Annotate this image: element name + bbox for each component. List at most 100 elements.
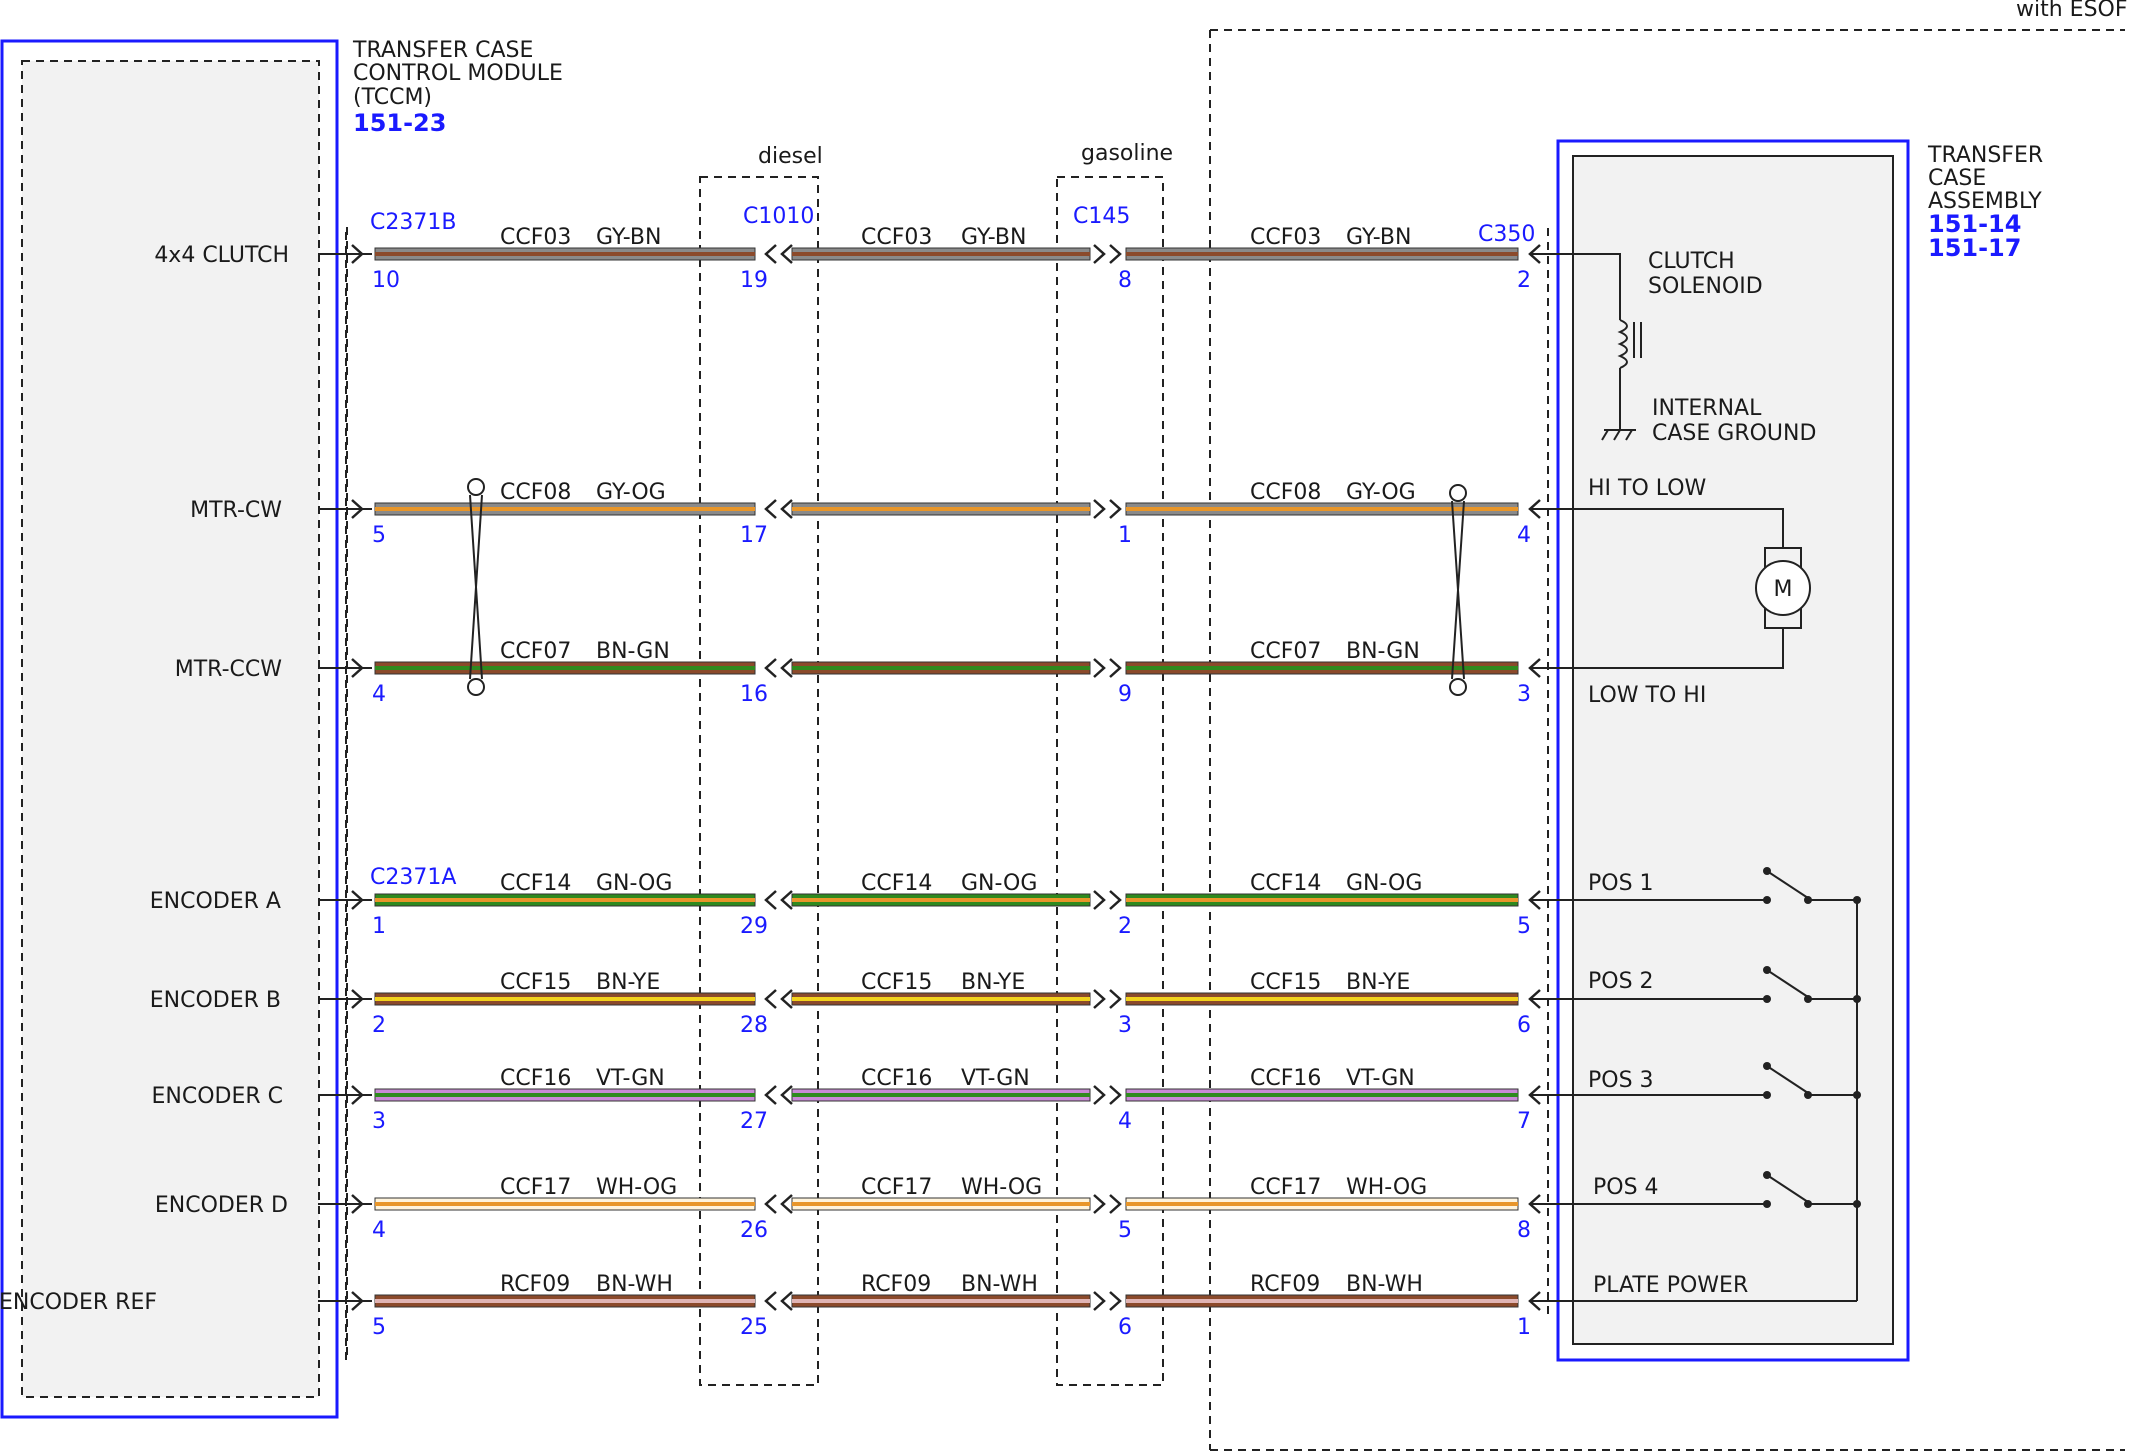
wire-tracer xyxy=(792,666,1090,670)
circuit-id: RCF09 xyxy=(861,1272,931,1297)
connector-pin-arrow xyxy=(764,658,777,678)
connector-pin-arrow xyxy=(1093,989,1106,1009)
pin-number: 16 xyxy=(740,682,768,707)
pin-number: 5 xyxy=(1118,1218,1132,1243)
wire-tracer xyxy=(375,1299,755,1303)
wire-color-code: BN-YE xyxy=(1346,970,1410,995)
connector-pin-arrow xyxy=(351,1194,364,1214)
internal-ground-line1: INTERNAL xyxy=(1652,396,1762,421)
wire-color-code: GN-OG xyxy=(1346,871,1422,896)
circuit-id: RCF09 xyxy=(1250,1272,1320,1297)
connector-names: C2371B C2371A C1010 C145 C350 xyxy=(370,204,1535,890)
ground-icon xyxy=(1601,429,1636,441)
connector-pin-arrow xyxy=(764,1085,777,1105)
wire-color-code: BN-WH xyxy=(1346,1272,1423,1297)
connector-pin-arrow xyxy=(351,1085,364,1105)
wire-tracer xyxy=(792,507,1090,511)
connector-pin-arrow xyxy=(1528,989,1541,1009)
connector-pin-arrow xyxy=(1093,1291,1106,1311)
pin-number: 2 xyxy=(372,1013,386,1038)
circuit-id: RCF09 xyxy=(500,1272,570,1297)
hi-to-low-label: HI TO LOW xyxy=(1588,476,1707,501)
tccm-title-line3: (TCCM) xyxy=(353,85,432,110)
pin-number: 4 xyxy=(372,1218,386,1243)
signal-label: ENCODER C xyxy=(151,1084,283,1109)
pin-number: 27 xyxy=(740,1109,768,1134)
circuit-id: CCF07 xyxy=(1250,639,1321,664)
connector-c1010: C1010 xyxy=(743,204,814,229)
connector-pin-arrow xyxy=(780,1291,793,1311)
connector-pin-arrow xyxy=(780,658,793,678)
twisted-pair-left xyxy=(467,478,485,696)
pin-number: 1 xyxy=(1517,1315,1531,1340)
connector-pin-arrow xyxy=(351,658,364,678)
circuit-id: CCF16 xyxy=(861,1066,932,1091)
pin-number: 28 xyxy=(740,1013,768,1038)
circuit-id: CCF16 xyxy=(500,1066,571,1091)
tccm-title-line1: TRANSFER CASE xyxy=(352,38,533,63)
connector-pin-arrow xyxy=(764,1194,777,1214)
tca-ref-link-1[interactable]: 151-14 xyxy=(1928,210,2021,238)
wire-color-code: GY-BN xyxy=(596,225,661,250)
connector-pin-arrow xyxy=(1528,1085,1541,1105)
pin-number: 5 xyxy=(372,523,386,548)
pin-number: 3 xyxy=(1118,1013,1132,1038)
pin-number: 2 xyxy=(1517,268,1531,293)
wire-tracer xyxy=(1126,666,1518,670)
wire-tracer xyxy=(1126,997,1518,1001)
connector-pin-arrow xyxy=(351,1291,364,1311)
switch-contact-icon xyxy=(1766,969,1809,998)
wire-tracer xyxy=(375,1093,755,1097)
connector-pin-arrow xyxy=(1528,1291,1541,1311)
connector-pin-arrow xyxy=(764,244,777,264)
wire-color-code: BN-WH xyxy=(596,1272,673,1297)
connector-pin-arrow xyxy=(1528,1194,1541,1214)
tca-title-line1: TRANSFER xyxy=(1927,143,2043,168)
pin-number: 3 xyxy=(1517,682,1531,707)
motor-icon xyxy=(1755,560,1811,616)
pos3-label: POS 3 xyxy=(1588,1068,1654,1093)
clutch-solenoid-line1: CLUTCH xyxy=(1648,249,1735,274)
transfer-case-assembly: TRANSFER CASE ASSEMBLY 151-14 151-17 xyxy=(1556,139,2043,1362)
circuit-id: CCF07 xyxy=(500,639,571,664)
connector-pin-arrow xyxy=(1528,244,1541,264)
connector-c2371b: C2371B xyxy=(370,210,456,235)
connector-pin-arrow xyxy=(1109,989,1122,1009)
tca-title-line3: ASSEMBLY xyxy=(1928,189,2042,214)
wire-tracer xyxy=(375,997,755,1001)
low-to-hi-label: LOW TO HI xyxy=(1588,683,1706,708)
switch-contact-icon xyxy=(1766,870,1809,899)
wire-tracer xyxy=(1126,898,1518,902)
wire-color-code: BN-YE xyxy=(961,970,1025,995)
circuit-id: CCF17 xyxy=(1250,1175,1321,1200)
wire-color-code: GY-BN xyxy=(961,225,1026,250)
wire-color-code: BN-YE xyxy=(596,970,660,995)
pin-number: 5 xyxy=(1517,914,1531,939)
tccm-ref-link[interactable]: 151-23 xyxy=(353,109,446,137)
shift-motor: M HI TO LOW LOW TO HI xyxy=(1538,476,1811,708)
wire-tracer xyxy=(1126,1202,1518,1206)
tccm-title-line2: CONTROL MODULE xyxy=(353,61,563,86)
pin-number: 4 xyxy=(372,682,386,707)
circuit-id: CCF03 xyxy=(500,225,571,250)
circuit-id: CCF15 xyxy=(500,970,571,995)
connector-pin-arrow xyxy=(780,1194,793,1214)
connector-pin-arrow xyxy=(351,244,364,264)
pin-number: 9 xyxy=(1118,682,1132,707)
wire-tracer xyxy=(792,898,1090,902)
tca-ref-link-2[interactable]: 151-17 xyxy=(1928,234,2021,262)
circuit-id: CCF08 xyxy=(500,480,571,505)
pin-number: 4 xyxy=(1517,523,1531,548)
switch-contact-icon xyxy=(1766,1065,1809,1094)
wire-color-code: VT-GN xyxy=(961,1066,1030,1091)
pin-number: 17 xyxy=(740,523,768,548)
wire-color-code: BN-GN xyxy=(1346,639,1420,664)
connector-pin-arrow xyxy=(1093,890,1106,910)
wire-tracer xyxy=(792,1202,1090,1206)
pin-number: 6 xyxy=(1118,1315,1132,1340)
circuit-id: CCF15 xyxy=(861,970,932,995)
